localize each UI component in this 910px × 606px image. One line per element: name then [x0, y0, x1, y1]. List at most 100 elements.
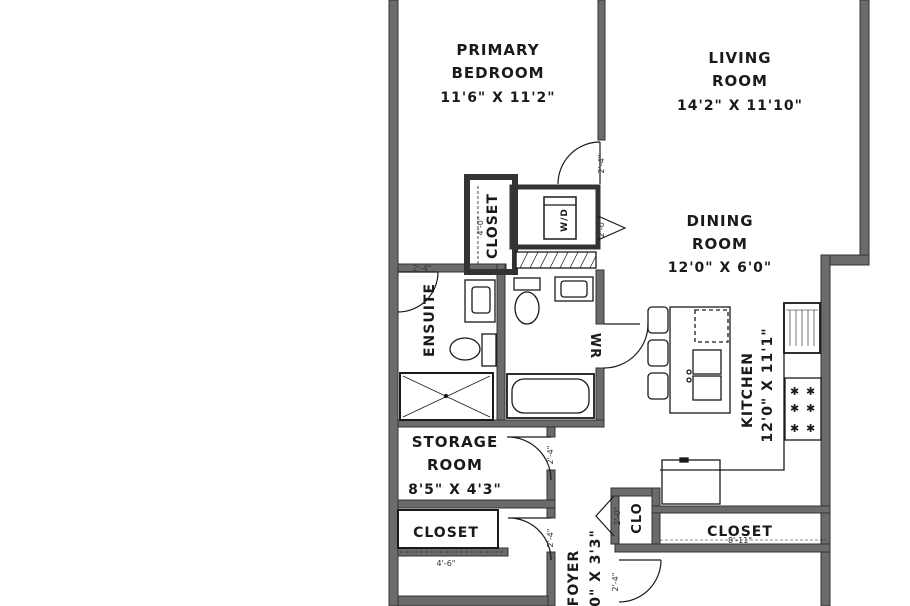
ensuite-door-dim: 2'-4": [413, 264, 432, 273]
living-room-name-2: ROOM: [712, 72, 768, 90]
primary-bedroom-name-2: BEDROOM: [451, 64, 544, 82]
wall-storage-east: [546, 426, 556, 438]
wall-foyer-west: [546, 507, 556, 519]
shower-drain: [443, 393, 449, 399]
burner-3: ✱: [790, 402, 799, 415]
stool-2: [647, 339, 669, 367]
clo-door-swing: [595, 495, 615, 537]
wr-toilet-bowl: [514, 291, 540, 325]
primary-bedroom-size: 11'6" X 11'2": [440, 90, 555, 106]
bedroom-door-dim: 2'-4": [597, 155, 606, 174]
clo-label: CLO: [630, 502, 645, 533]
wd-door-swing: [597, 215, 627, 241]
wr-label: WR: [587, 333, 602, 359]
storage-room-name-2: ROOM: [427, 456, 483, 474]
stool-1: [647, 306, 669, 334]
washer-dryer: [543, 196, 577, 240]
dishwasher-dashed: [694, 309, 729, 343]
closet-door-dim: 4'-0": [476, 217, 485, 236]
island-sink-top: [692, 349, 722, 375]
burner-4: ✱: [806, 402, 815, 415]
ensuite-door-swing: [397, 271, 439, 313]
kitchen-counter: [660, 303, 785, 471]
closet-right-label: CLOSET: [707, 524, 773, 540]
closet-left-box: [397, 509, 499, 549]
wd-door-dim: 2'-0": [597, 219, 606, 238]
stool-3: [647, 372, 669, 400]
wall-wr-east-lower: [595, 367, 605, 425]
wall-wr-south: [397, 419, 605, 428]
wall-kitchen-east: [820, 254, 831, 606]
kitchen-island: [669, 306, 731, 414]
kitchen-name: KITCHEN: [740, 352, 756, 428]
burner-1: ✱: [790, 385, 799, 398]
dining-room-name-2: ROOM: [692, 235, 748, 253]
burner-2: ✱: [806, 385, 815, 398]
storage-door-swing: [507, 436, 552, 481]
ensuite-label: ENSUITE: [422, 283, 438, 357]
wr-door-swing: [603, 323, 649, 369]
front-door-swing: [618, 559, 662, 603]
dining-room-size: 12'0" X 6'0": [668, 260, 772, 276]
wall-clo-east: [651, 487, 661, 549]
faucet-b: [686, 377, 692, 383]
ensuite-toilet-tank: [481, 333, 497, 367]
clo-door-dim: 2'-0": [613, 507, 622, 526]
fridge-hatch: [786, 309, 818, 346]
storage-room-name-1: STORAGE: [412, 433, 499, 451]
ensuite-toilet-bowl: [449, 337, 481, 361]
closet-left-label: CLOSET: [413, 525, 479, 541]
wall-lower-room-divider: [397, 595, 549, 606]
ensuite-sink: [471, 286, 491, 314]
primary-bedroom-name-1: PRIMARY: [456, 41, 539, 59]
wr-sink: [560, 280, 588, 298]
closet-left-width-dim: 4'-6": [437, 559, 456, 568]
wall-bedroom-south: [397, 263, 507, 273]
closet-vertical-label: CLOSET: [485, 193, 501, 259]
island-sink-bottom: [692, 375, 722, 401]
bathtub: [506, 373, 595, 419]
wr-vanity: [554, 276, 594, 302]
wall-wd-box: [509, 184, 601, 250]
foyer-door-left-dim: 2'-4": [546, 529, 555, 548]
foyer-name: FOYER: [566, 550, 582, 606]
wd-label: W/D: [560, 208, 570, 232]
stove-burners: ✱ ✱ ✱ ✱ ✱ ✱: [790, 385, 815, 435]
bathtub-inner: [511, 378, 590, 414]
front-door-dim: 2'-4": [611, 573, 620, 592]
hatched-shelf-lines: [519, 251, 597, 269]
wall-living-east: [859, 0, 870, 266]
wall-closet-right-top: [651, 505, 831, 514]
foyer-size: 6'0" X 3'3": [588, 529, 604, 606]
dining-room-name-1: DINING: [686, 212, 753, 230]
living-room-name-1: LIVING: [708, 49, 771, 67]
stove: [784, 377, 822, 441]
doors: [397, 141, 662, 603]
wr-toilet-tank: [513, 277, 541, 291]
foyer-door-swing: [508, 517, 552, 561]
closet-right-width-dim: 8'-11": [728, 536, 752, 545]
faucet-a: [686, 369, 692, 375]
ensuite-vanity: [464, 279, 496, 323]
lower-counter-nub: [679, 457, 689, 463]
storage-room-size: 8'5" X 4'3": [408, 482, 502, 498]
fixtures: [397, 186, 826, 553]
lower-counter-box: [661, 459, 721, 505]
dimension-labels: 2'-4" 4'-0" 2'-4" 2'-0" 2'-4" 2'-4" 2'-0…: [413, 155, 753, 592]
burner-6: ✱: [806, 422, 815, 435]
burner-5: ✱: [790, 422, 799, 435]
bedroom-door-swing: [557, 141, 601, 185]
wall-wr-east: [595, 269, 605, 325]
wall-west-outer: [388, 0, 399, 606]
kitchen-size: 12'0" X 11'1": [760, 327, 776, 442]
wall-closet-right-bottom: [614, 543, 831, 553]
storage-door-dim: 2'-4": [546, 446, 555, 465]
room-labels: PRIMARY BEDROOM 11'6" X 11'2" LIVING ROO…: [408, 41, 803, 606]
wall-bedroom-living: [597, 0, 606, 141]
wall-ensuite-wr: [496, 263, 506, 425]
living-room-size: 14'2" X 11'10": [677, 98, 803, 114]
wall-closet-box: [464, 174, 518, 275]
wall-foyer-west-lower: [546, 551, 556, 606]
wall-storage-south: [397, 499, 556, 509]
